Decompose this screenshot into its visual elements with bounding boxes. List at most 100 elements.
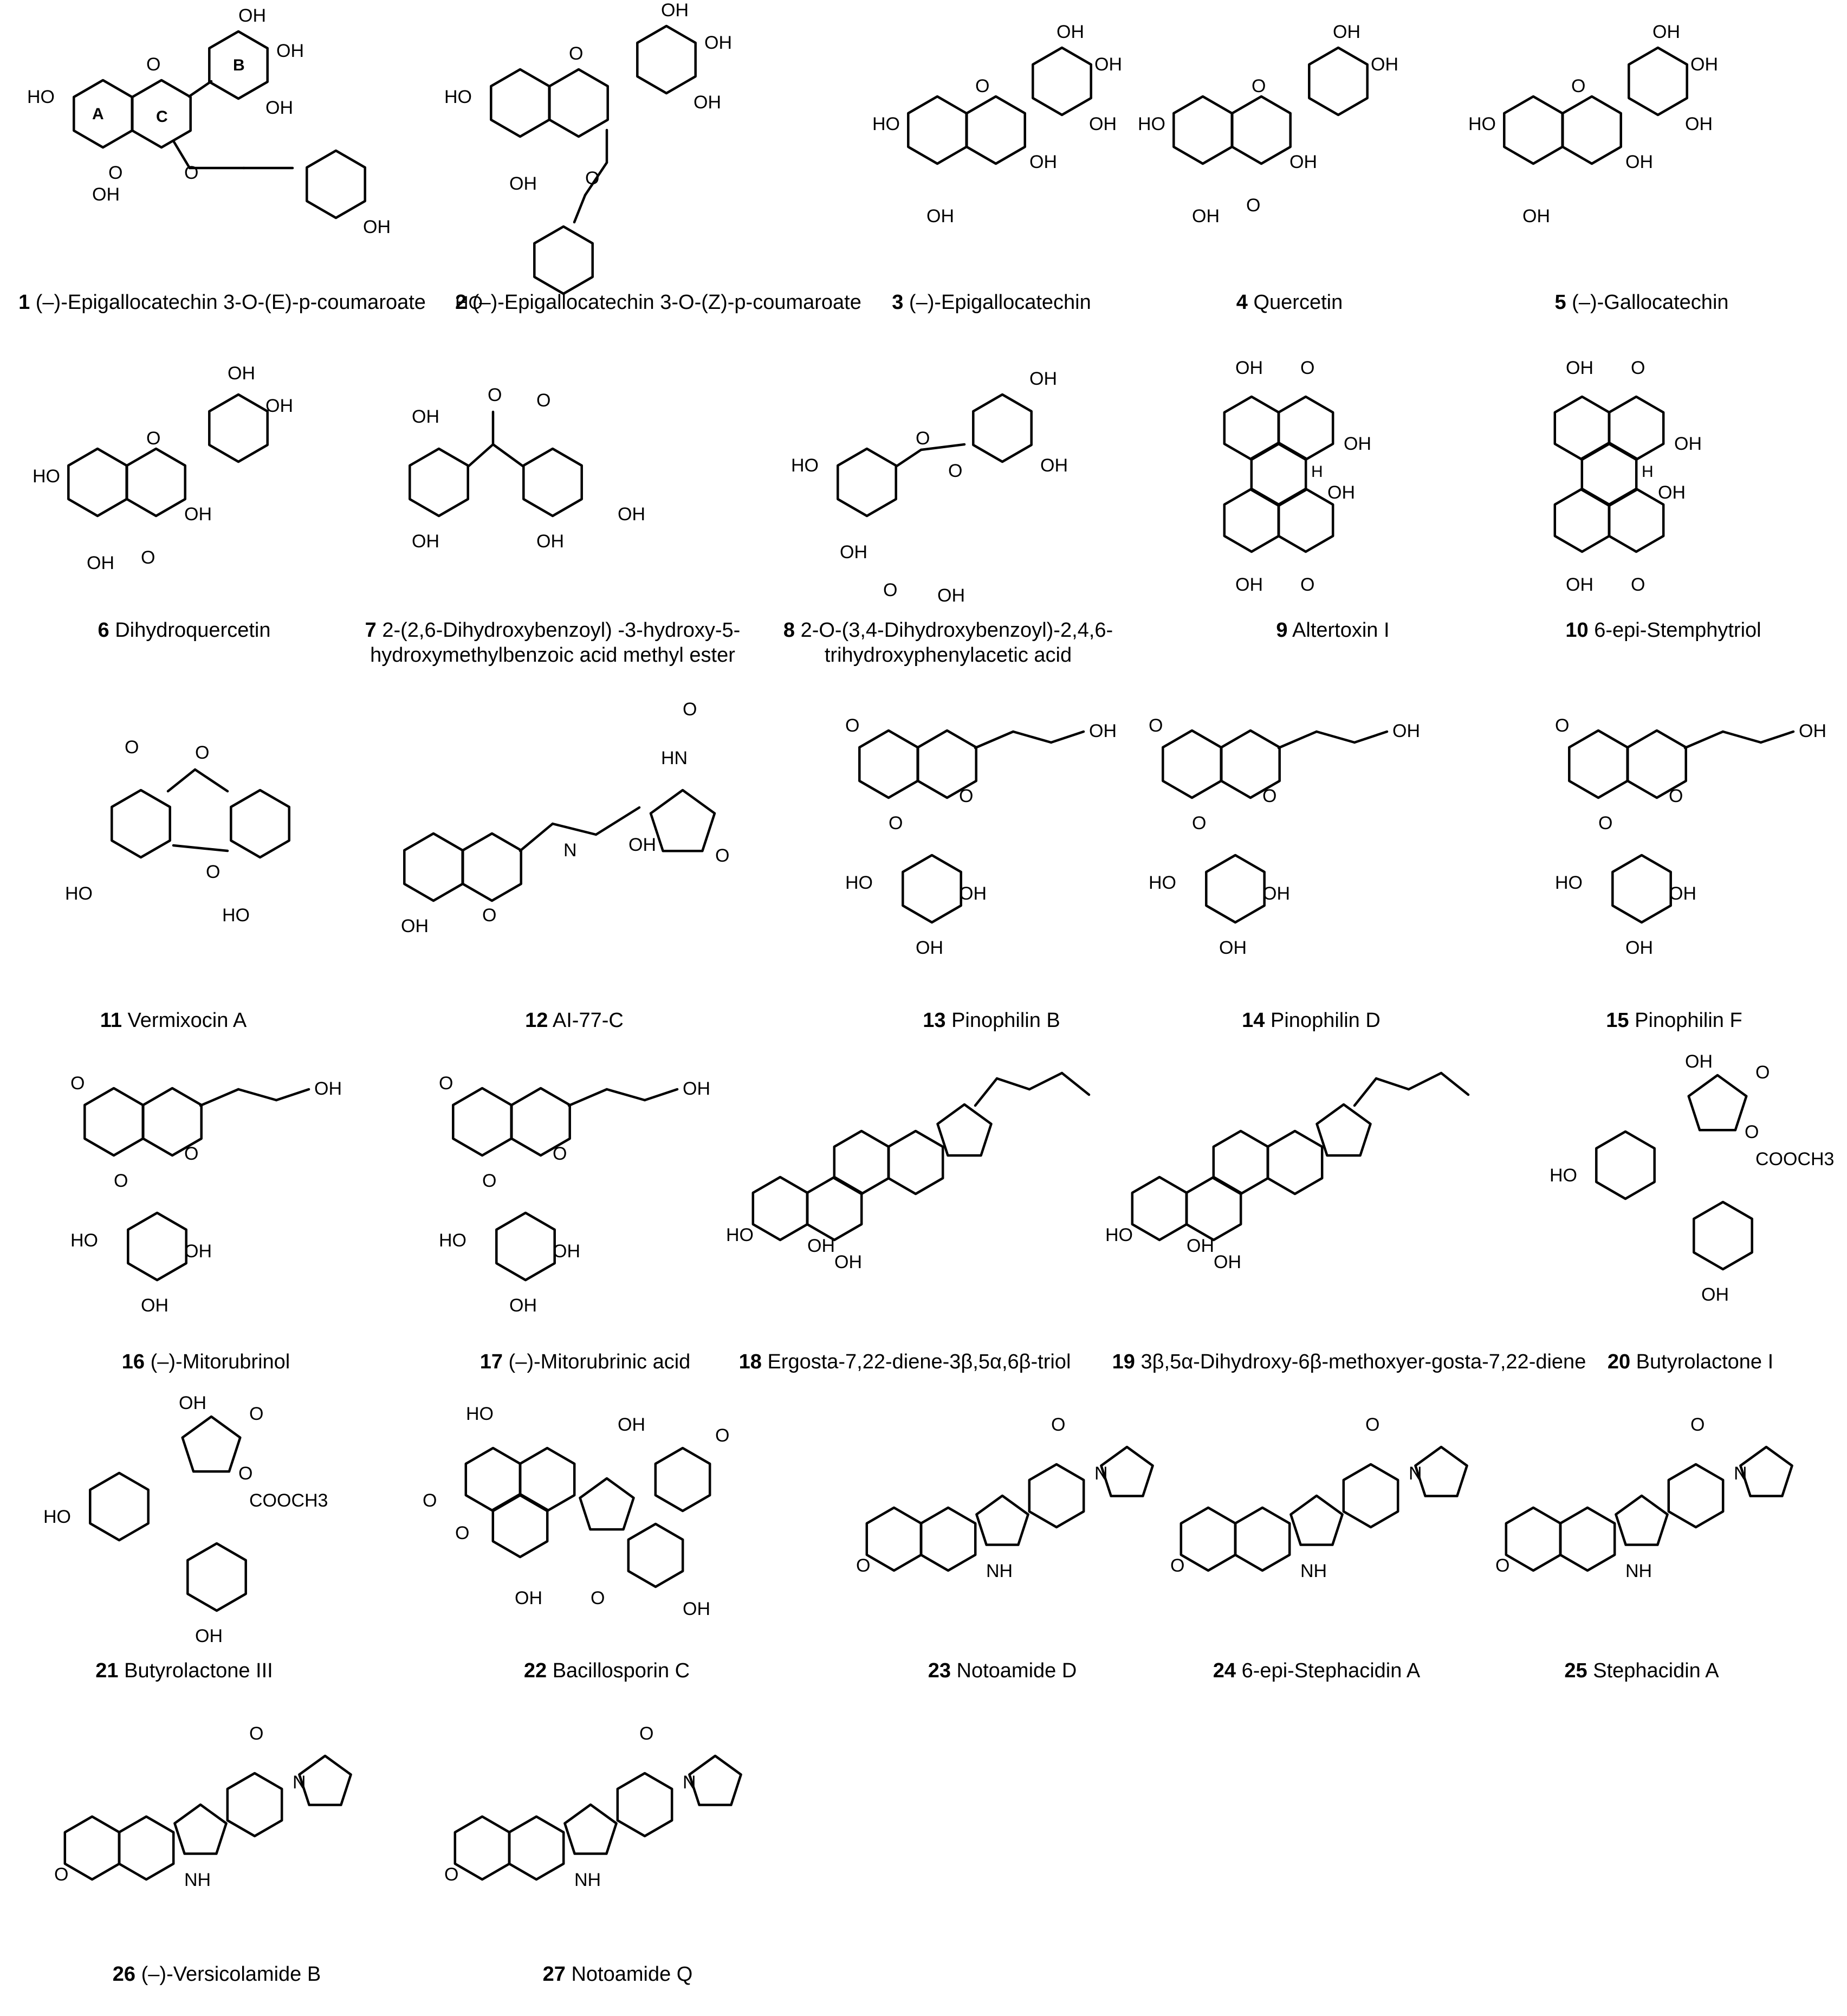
atom-label: O: [948, 461, 962, 481]
compound-number: 4: [1236, 291, 1248, 314]
atom-label: O: [206, 862, 220, 882]
compound-caption: 6 Dihydroquercetin: [22, 618, 347, 643]
atom-label: N: [1409, 1463, 1422, 1484]
atom-label: OH: [1029, 152, 1057, 172]
compound-name: Quercetin: [1253, 291, 1343, 314]
bond: [298, 1754, 352, 1806]
bond: [936, 1103, 993, 1157]
atom-label: OH: [1192, 206, 1220, 227]
bond: [1628, 46, 1688, 117]
bond: [1172, 95, 1233, 165]
bond: [1212, 1129, 1269, 1196]
atom-label: O: [683, 699, 697, 720]
bond: [1028, 1463, 1085, 1529]
atom-label: O: [70, 1073, 85, 1094]
bond: [1759, 730, 1795, 744]
atom-label: OH: [1040, 455, 1068, 476]
atom-label: OH: [1685, 114, 1713, 134]
atom-label: OH: [926, 206, 954, 227]
bond: [1250, 441, 1307, 507]
bond: [208, 30, 269, 100]
compound-caption: 18 Ergosta-7,22-diene-3β,5α,6β-triol: [715, 1349, 1094, 1374]
bond: [452, 1087, 513, 1157]
bond: [1289, 1494, 1344, 1546]
atom-label: O: [975, 76, 989, 96]
atom-label: NH: [1300, 1561, 1327, 1581]
compound-name: 2-O-(3,4-Dihydroxybenzoyl)-2,4,6-trihydr…: [800, 619, 1113, 667]
atom-label: NH: [986, 1561, 1013, 1581]
bond: [1608, 487, 1665, 553]
bond: [1277, 730, 1318, 749]
bond: [584, 161, 608, 197]
atom-label: O: [1051, 1414, 1065, 1435]
atom-label: O: [1669, 786, 1683, 806]
atom-label: OH: [1219, 938, 1247, 958]
atom-label: COOCH3: [249, 1490, 328, 1511]
bond: [654, 1446, 711, 1513]
compound-caption: 23 Notoamide D: [834, 1658, 1170, 1683]
compound-caption: 25 Stephacidin A: [1474, 1658, 1810, 1683]
atom-label: HO: [222, 905, 250, 926]
compound-number: 3: [892, 291, 904, 314]
bond: [573, 193, 587, 224]
atom-label: O: [125, 737, 139, 758]
atom-label: O: [715, 1425, 729, 1446]
bond: [127, 1211, 187, 1282]
bond: [186, 1542, 247, 1612]
bond: [636, 24, 697, 95]
atom-label: HO: [439, 1230, 466, 1251]
atom-label: OH: [834, 1252, 862, 1272]
atom-label: O: [184, 1143, 198, 1164]
compound-caption: 7 2-(2,6-Dihydroxybenzoyl) -3-hydroxy-5-…: [358, 618, 748, 668]
atom-label: O: [1170, 1555, 1184, 1576]
compound-number: 5: [1554, 291, 1566, 314]
compound-caption: 10 6-epi-Stemphytriol: [1501, 618, 1826, 643]
atom-label: OH: [683, 1078, 710, 1099]
bond: [490, 68, 550, 138]
compound-name: (–)-Epigallocatechin 3-O-(E)-p-coumaroat…: [35, 291, 426, 314]
compound-number: 16: [121, 1351, 145, 1373]
atom-label: NH: [574, 1870, 601, 1890]
atom-label: O: [146, 54, 160, 75]
compound-caption: 2 (–)-Epigallocatechin 3-O-(Z)-p-coumaro…: [444, 290, 872, 315]
bond: [1308, 46, 1369, 117]
atom-label: O: [1300, 574, 1314, 595]
bond: [519, 1446, 576, 1513]
atom-label: OH: [1522, 206, 1550, 227]
bond: [1687, 1074, 1748, 1132]
atom-label: OH: [628, 835, 656, 855]
atom-label: HO: [65, 883, 93, 904]
bond: [858, 729, 919, 799]
atom-label: O: [108, 163, 122, 183]
atom-label: O: [1571, 76, 1585, 96]
atom-label: O: [1149, 715, 1163, 736]
bond: [181, 1415, 242, 1473]
compound-number: 18: [738, 1351, 762, 1373]
bond: [166, 768, 197, 793]
bond: [1375, 1077, 1410, 1091]
bond: [275, 1088, 310, 1102]
atom-label: OH: [683, 1599, 710, 1619]
compound-name: AI-77-C: [552, 1009, 624, 1032]
atom-label: HO: [1550, 1165, 1577, 1186]
compound-name: Pinophilin D: [1271, 1009, 1381, 1032]
atom-label: OH: [228, 363, 255, 384]
compound-caption: 16 (–)-Mitorubrinol: [22, 1349, 390, 1374]
atom-label: OH: [807, 1236, 835, 1256]
